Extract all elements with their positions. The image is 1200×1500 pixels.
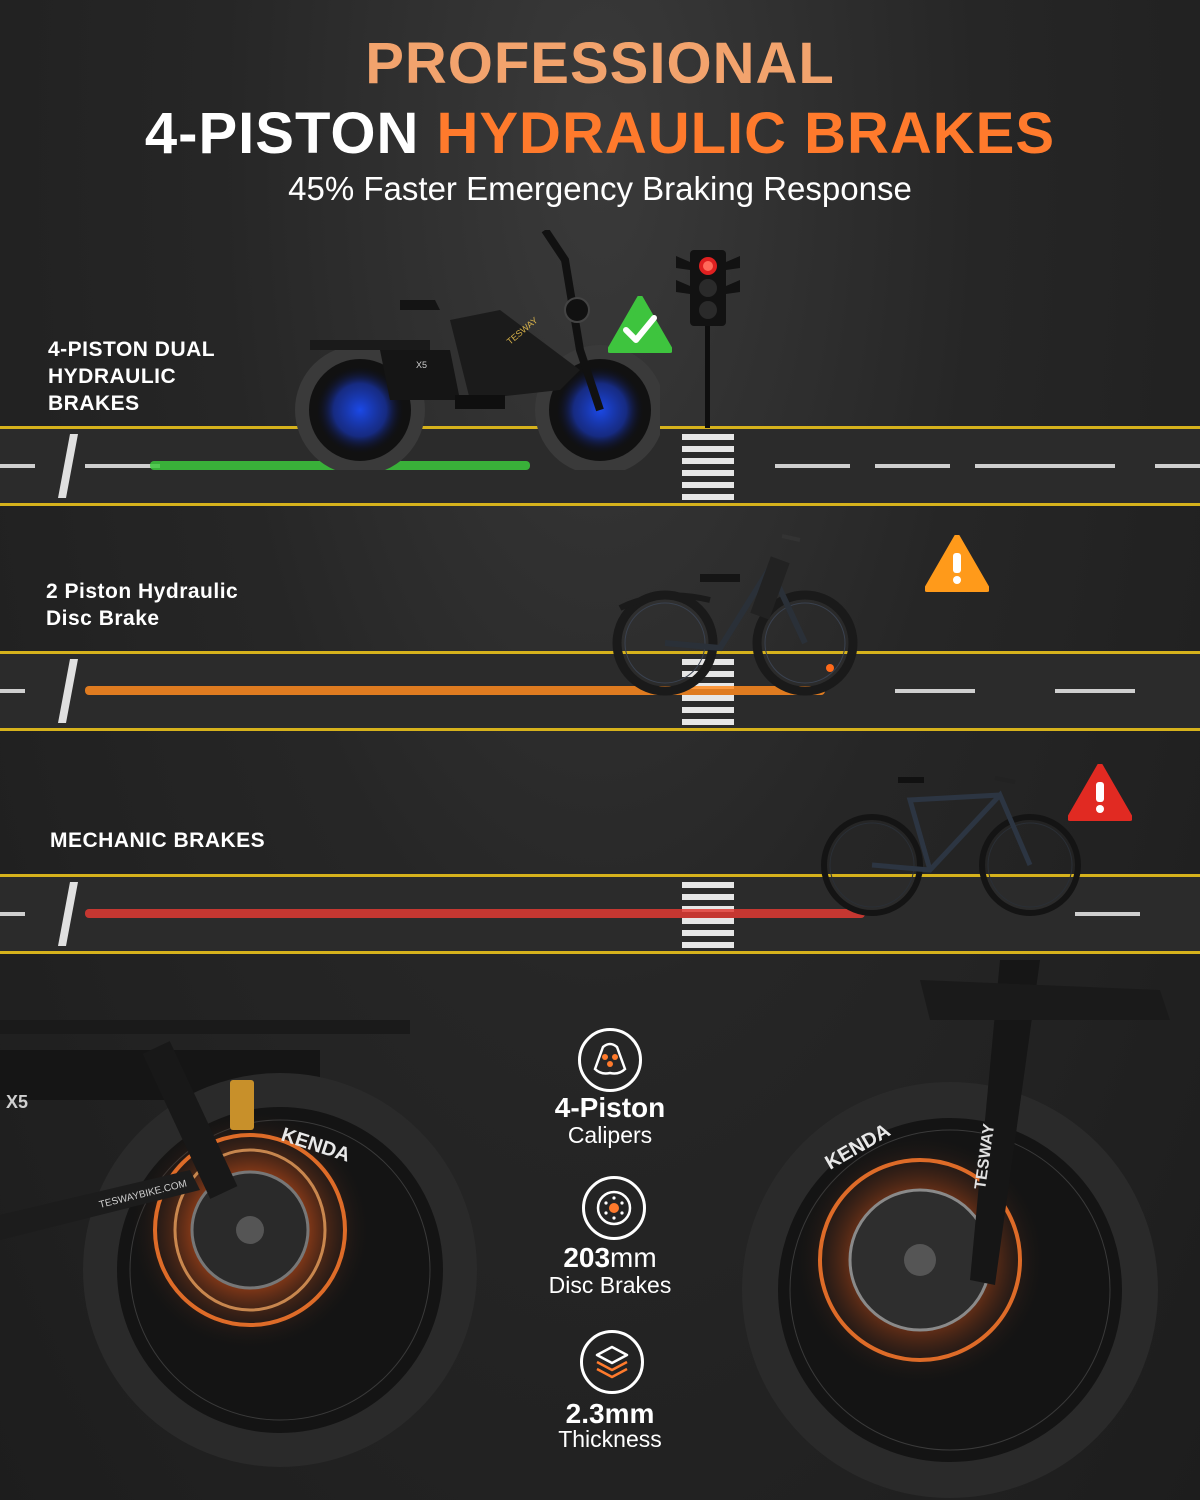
red-warning-icon [1068,764,1132,822]
headline-brakes: 4-PISTON HYDRAULIC BRAKES [0,100,1200,167]
feature-disc-title: 203mm [460,1242,760,1274]
feature-thickness-subtitle: Thickness [558,1426,662,1452]
feature-calipers: 4-Piston Calipers [460,1028,760,1158]
lane-1-label: 4-PISTON DUAL HYDRAULIC BRAKES [48,338,216,415]
front-wheel-closeup: TESWAY KENDA [740,960,1200,1500]
feature-calipers-subtitle: Calipers [567,1122,653,1148]
headline-4-piston: 4-PISTON [144,101,437,166]
rear-frame-text: X5 [6,1092,28,1112]
traffic-light-icon [676,248,740,428]
feature-thickness: 2.3mm Thickness [460,1330,760,1460]
caliper-icon [578,1028,642,1092]
rear-wheel-closeup: X5 TESWAYBIKE.COM KENDA [0,980,480,1500]
feature-calipers-title: 4-Piston [554,1092,666,1123]
feature-thickness-title: 2.3mm [565,1398,655,1429]
road-lane-3-graphic [0,874,1200,954]
road-bike [820,770,1085,920]
lane-2-label: 2 Piston Hydraulic Disc Brake [46,580,239,630]
fat-ebike: X5 TESWAY [280,230,660,470]
disc-icon [582,1176,646,1240]
layers-icon [580,1330,644,1394]
headline-professional: PROFESSIONAL [365,31,835,96]
road-lane-2 [0,645,1200,735]
feature-disc-title-unit: mm [610,1242,657,1273]
green-check-icon [608,296,672,354]
feature-disc-title-number: 203 [563,1242,611,1273]
bike-frame-text: X5 [416,360,427,370]
commuter-ebike [610,528,860,698]
feature-disc: 203mm Disc Brakes [460,1176,760,1306]
feature-disc-subtitle: Disc Brakes [548,1272,672,1298]
orange-warning-icon [925,535,989,593]
lane-3-label: MECHANIC BRAKES [50,829,266,852]
subtitle: 45% Faster Emergency Braking Response [288,170,912,207]
road-lane-2-graphic [0,651,1200,731]
road-lane-3 [0,868,1200,958]
headline-hydraulic-brakes: HYDRAULIC BRAKES [436,101,1056,166]
